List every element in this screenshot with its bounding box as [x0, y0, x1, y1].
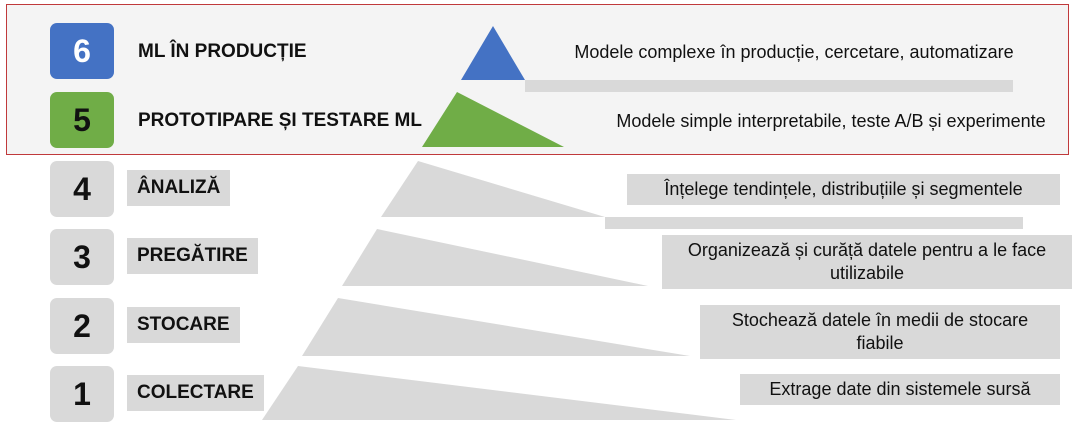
level-1-number: 1: [50, 366, 114, 422]
level-2-name: STOCARE: [127, 307, 240, 343]
level-4-name: ÂNALIZĂ: [127, 170, 231, 206]
level-1-description: Extrage date din sistemele sursă: [740, 374, 1060, 405]
highlight-box-ml-levels: [6, 4, 1069, 155]
level-3-description: Organizează și curăță datele pentru a le…: [662, 235, 1072, 289]
pyramid-tier-6: [461, 26, 525, 80]
pyramid-tier-4: [381, 161, 605, 217]
level-2-number: 2: [50, 298, 114, 354]
level-6-name: ML ÎN PRODUCȚIE: [138, 41, 307, 62]
connector-bar-6: [525, 80, 1013, 92]
pyramid-tier-3: [342, 229, 648, 286]
level-1-name: COLECTARE: [127, 375, 264, 411]
level-6-description: Modele complexe în producție, cercetare,…: [574, 42, 1014, 62]
pyramid-tier-1: [262, 366, 736, 420]
level-5-name: PROTOTIPARE ȘI TESTARE ML: [138, 110, 422, 131]
level-5-description: Modele simple interpretabile, teste A/B …: [616, 111, 1046, 131]
level-2-description: Stochează datele în medii de stocare fia…: [700, 305, 1060, 359]
level-4-number: 4: [50, 161, 114, 217]
level-4-description: Înțelege tendințele, distribuțiile și se…: [627, 174, 1060, 205]
connector-bar-4: [605, 217, 1023, 229]
level-3-name: PREGĂTIRE: [127, 238, 258, 274]
level-6-number: 6: [50, 23, 114, 79]
level-5-number: 5: [50, 92, 114, 148]
level-3-number: 3: [50, 229, 114, 285]
pyramid-tier-2: [302, 298, 690, 356]
pyramid-tier-5: [422, 92, 564, 147]
